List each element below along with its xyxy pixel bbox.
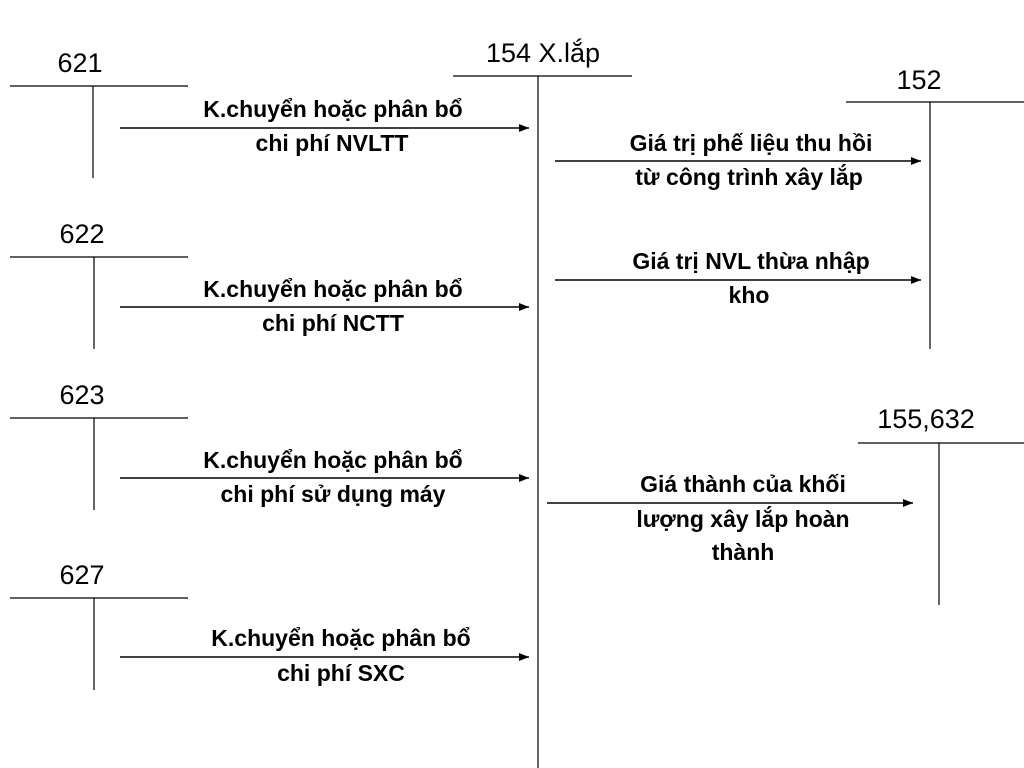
flow-154-to-155-632-label-line1: Giá thành của khối xyxy=(640,471,846,497)
flow-154-to-152-scrap: Giá trị phế liệu thu hồi từ công trình x… xyxy=(555,130,921,190)
flow-623-to-154-label-line2: chi phí sử dụng máy xyxy=(221,481,446,507)
t-account-621-title: 621 xyxy=(57,48,102,78)
flow-154-to-152-scrap-label-line1: Giá trị phế liệu thu hồi xyxy=(630,130,873,156)
t-account-155-632: 155,632 xyxy=(858,404,1024,605)
flow-154-to-155-632-label-line2: lượng xây lắp hoàn xyxy=(636,505,849,532)
flow-623-to-154: K.chuyển hoặc phân bổ chi phí sử dụng má… xyxy=(120,447,529,507)
flow-154-to-152-surplus-label-line1: Giá trị NVL thừa nhập xyxy=(632,248,869,274)
flow-154-to-155-632: Giá thành của khối lượng xây lắp hoàn th… xyxy=(547,471,913,565)
t-account-622-title: 622 xyxy=(59,219,104,249)
flow-622-to-154-label-line1: K.chuyển hoặc phân bổ xyxy=(203,276,462,302)
flow-154-to-152-surplus-label-line2: kho xyxy=(729,282,770,308)
flow-622-to-154: K.chuyển hoặc phân bổ chi phí NCTT xyxy=(120,276,529,336)
t-account-154: 154 X.lắp xyxy=(453,37,632,768)
flow-623-to-154-label-line1: K.chuyển hoặc phân bổ xyxy=(203,447,462,473)
flow-621-to-154-label-line2: chi phí NVLTT xyxy=(256,130,409,156)
flow-154-to-152-scrap-label-line2: từ công trình xây lắp xyxy=(635,163,863,190)
flow-154-to-155-632-label-line3: thành xyxy=(712,539,775,565)
flow-627-to-154-label-line2: chi phí SXC xyxy=(277,660,405,686)
t-account-152: 152 xyxy=(846,65,1024,349)
flow-622-to-154-label-line2: chi phí NCTT xyxy=(262,310,404,336)
flow-621-to-154: K.chuyển hoặc phân bổ chi phí NVLTT xyxy=(120,96,529,156)
t-account-152-title: 152 xyxy=(896,65,941,95)
flow-627-to-154: K.chuyển hoặc phân bổ chi phí SXC xyxy=(120,625,529,686)
t-account-621: 621 xyxy=(10,48,188,178)
t-account-623-title: 623 xyxy=(59,380,104,410)
t-account-627-title: 627 xyxy=(59,560,104,590)
t-account-155-632-title: 155,632 xyxy=(877,404,975,434)
flow-621-to-154-label-line1: K.chuyển hoặc phân bổ xyxy=(203,96,462,122)
flow-154-to-152-surplus: Giá trị NVL thừa nhập kho xyxy=(555,248,921,308)
t-account-627: 627 xyxy=(10,560,188,690)
flow-627-to-154-label-line1: K.chuyển hoặc phân bổ xyxy=(211,625,470,651)
t-account-623: 623 xyxy=(10,380,188,510)
t-account-154-title: 154 X.lắp xyxy=(486,37,600,68)
t-account-622: 622 xyxy=(10,219,188,349)
